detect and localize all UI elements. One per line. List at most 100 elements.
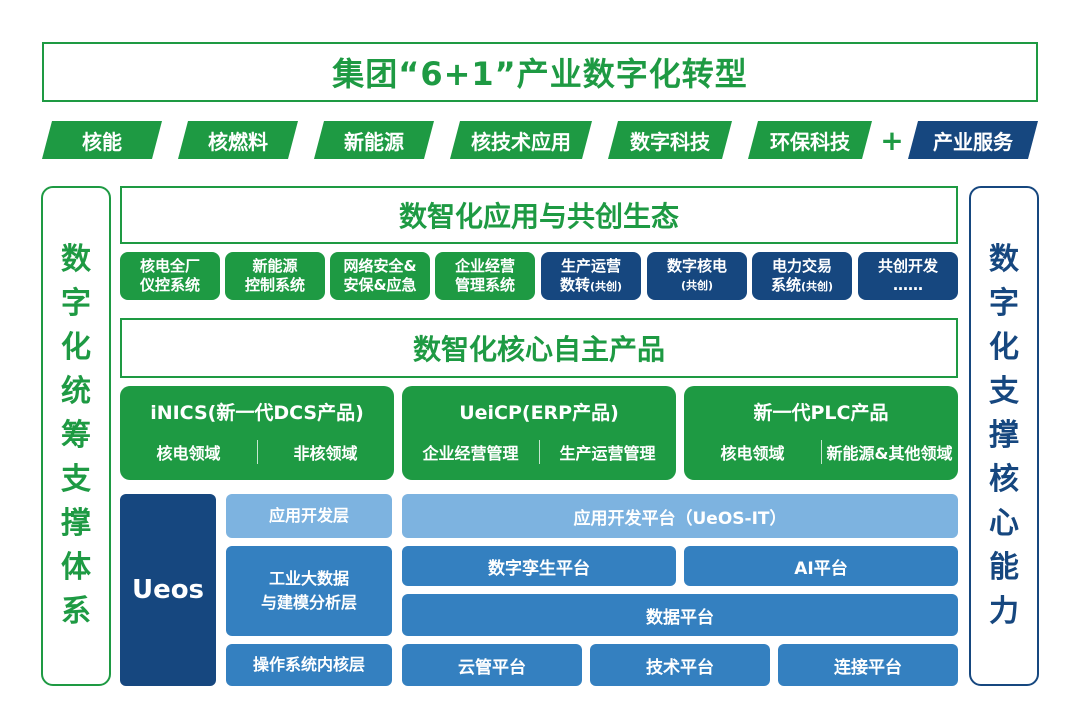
product-divider xyxy=(821,440,822,464)
app-line: 企业经营 xyxy=(454,257,515,275)
product-domain: 核电领域 xyxy=(720,444,785,463)
product-domain: 生产运营管理 xyxy=(559,444,656,463)
ueos-block: Ueos xyxy=(120,494,216,686)
pillar-char: 体 xyxy=(61,550,91,585)
ecosystem-title: 数智化应用与共创生态 xyxy=(398,200,679,233)
app-line: 安保&应急 xyxy=(343,276,417,294)
industry-tag-nuclear-tech: 核技术应用 xyxy=(450,121,592,159)
platform-ai: AI平台 xyxy=(684,546,958,586)
platform-label: 连接平台 xyxy=(834,657,902,678)
product-title: 新一代PLC产品 xyxy=(753,402,889,424)
app-tile-npp-ic: 核电全厂 仪控系统 xyxy=(120,252,220,300)
platform-tech: 技术平台 xyxy=(590,644,770,686)
product-domain: 核电领域 xyxy=(156,444,221,463)
product-domain: 新能源&其他领域 xyxy=(826,444,953,463)
industry-label: 产业服务 xyxy=(933,129,1013,154)
platform-connect: 连接平台 xyxy=(778,644,958,686)
platform-label: 数据平台 xyxy=(646,607,714,628)
product-block-inics: iNICS(新一代DCS产品) 核电领域 非核领域 xyxy=(120,386,394,480)
app-line: 核电全厂 xyxy=(139,257,200,275)
core-products-title: 数智化核心自主产品 xyxy=(412,333,665,366)
core-products-header: 数智化核心自主产品 xyxy=(120,318,958,378)
plus-text: + xyxy=(880,123,904,157)
pillar-char: 能 xyxy=(989,550,1019,585)
layer-label: 操作系统内核层 xyxy=(252,655,365,674)
industry-tag-digital-tech: 数字科技 xyxy=(608,121,732,159)
app-line-text: 数转 xyxy=(559,275,590,294)
industry-tag-nuclear-fuel: 核燃料 xyxy=(178,121,298,159)
plus-sign: + xyxy=(880,121,904,159)
pillar-char: 撑 xyxy=(61,506,91,541)
app-line: 数转(共创) xyxy=(560,276,622,296)
app-line: 系统(共创) xyxy=(771,276,833,296)
app-line: 仪控系统 xyxy=(139,276,200,294)
industry-label: 新能源 xyxy=(344,129,404,154)
app-tile-business-mgmt: 企业经营 管理系统 xyxy=(435,252,535,300)
pillar-char: 支 xyxy=(989,374,1019,409)
platform-label: 云管平台 xyxy=(458,657,526,678)
pillar-char: 筹 xyxy=(61,418,91,453)
app-line: 共创开发 xyxy=(877,257,938,275)
platform-data: 数据平台 xyxy=(402,594,958,636)
page-title: 集团“6+1”产业数字化转型 xyxy=(42,42,1038,102)
platform-label: 应用开发平台（UeOS-IT） xyxy=(573,508,787,529)
industry-label: 核能 xyxy=(82,129,122,154)
pillar-char: 字 xyxy=(989,286,1019,321)
app-tile-new-energy-control: 新能源 控制系统 xyxy=(225,252,325,300)
app-line: 控制系统 xyxy=(244,276,305,294)
app-tile-cocreate-dev: 共创开发 …… xyxy=(858,252,958,300)
pillar-char: 化 xyxy=(61,330,91,365)
layer-bigdata: 工业大数据 与建模分析层 xyxy=(226,546,392,636)
app-line: …… xyxy=(893,276,923,294)
app-line: 生产运营 xyxy=(560,256,621,275)
pillar-char: 字 xyxy=(61,286,91,321)
product-title: UeiCP(ERP产品) xyxy=(459,402,619,424)
pillar-char: 系 xyxy=(61,594,91,629)
layer-label: 工业大数据 xyxy=(268,569,349,588)
industry-label: 环保科技 xyxy=(770,129,850,154)
layer-label: 与建模分析层 xyxy=(260,593,357,612)
layer-os-kernel: 操作系统内核层 xyxy=(226,644,392,686)
platform-app-dev: 应用开发平台（UeOS-IT） xyxy=(402,494,958,538)
pillar-char: 统 xyxy=(61,374,91,409)
app-line: 管理系统 xyxy=(454,276,515,294)
app-line: 新能源 xyxy=(252,257,298,275)
app-tile-power-trading: 电力交易 系统(共创) xyxy=(752,252,852,300)
pillar-char: 化 xyxy=(989,330,1019,365)
industry-tag-eco-tech: 环保科技 xyxy=(748,121,872,159)
industry-tag-services: 产业服务 xyxy=(908,121,1038,159)
platform-label: AI平台 xyxy=(794,558,848,579)
pillar-char: 力 xyxy=(989,594,1019,629)
page-title-text: 集团“6+1”产业数字化转型 xyxy=(332,55,748,93)
cocreate-note: (共创) xyxy=(800,279,834,293)
pillar-char: 支 xyxy=(61,462,91,497)
product-domain: 企业经营管理 xyxy=(422,444,519,463)
layer-label: 应用开发层 xyxy=(268,506,349,525)
industry-tag-nuclear: 核能 xyxy=(42,121,162,159)
app-line: 网络安全& xyxy=(343,257,417,275)
app-line: 电力交易 xyxy=(771,256,832,275)
ecosystem-header: 数智化应用与共创生态 xyxy=(120,186,958,244)
industry-label: 核技术应用 xyxy=(471,129,571,154)
pillar-char: 数 xyxy=(989,242,1019,277)
product-block-plc: 新一代PLC产品 核电领域 新能源&其他领域 xyxy=(684,386,958,480)
platform-label: 技术平台 xyxy=(646,657,714,678)
layer-app-dev: 应用开发层 xyxy=(226,494,392,538)
platform-cloud: 云管平台 xyxy=(402,644,582,686)
app-tile-digital-npp: 数字核电 (共创) xyxy=(647,252,747,300)
pillar-char: 心 xyxy=(989,506,1019,541)
product-divider xyxy=(257,440,258,464)
product-block-ueicp: UeiCP(ERP产品) 企业经营管理 生产运营管理 xyxy=(402,386,676,480)
pillar-char: 核 xyxy=(989,462,1019,497)
pillar-char: 数 xyxy=(61,242,91,277)
app-line: 数字核电 xyxy=(666,257,727,275)
product-domain: 非核领域 xyxy=(293,444,358,463)
app-line-text: 系统 xyxy=(770,275,801,294)
cocreate-note: (共创) xyxy=(589,279,623,293)
industry-tag-new-energy: 新能源 xyxy=(314,121,434,159)
ueos-label: Ueos xyxy=(131,575,205,605)
platform-label: 数字孪生平台 xyxy=(488,558,590,579)
app-tile-security: 网络安全& 安保&应急 xyxy=(330,252,430,300)
app-tile-production-ops: 生产运营 数转(共创) xyxy=(541,252,641,300)
product-divider xyxy=(539,440,540,464)
